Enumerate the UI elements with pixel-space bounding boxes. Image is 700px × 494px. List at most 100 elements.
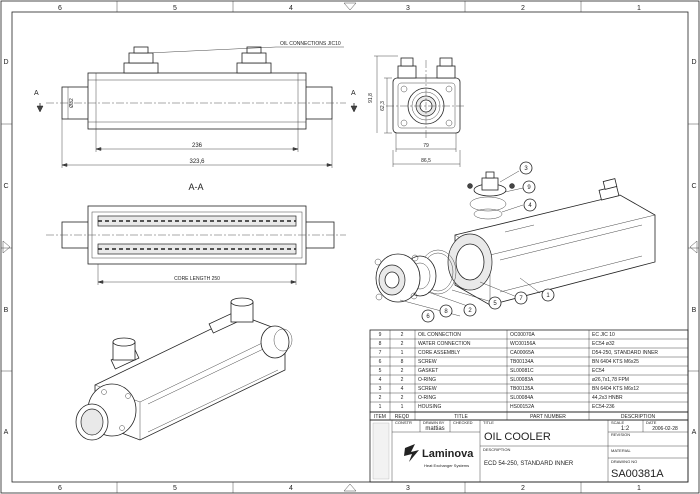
scale-label: SCALE — [611, 420, 624, 425]
scale-value: 1:2 — [621, 426, 630, 432]
col-label-bottom: 1 — [637, 485, 641, 492]
svg-text:1: 1 — [546, 293, 550, 299]
row-label-left: A — [4, 429, 9, 436]
svg-text:5: 5 — [493, 301, 497, 307]
header-description: DESCRIPTION — [621, 414, 656, 420]
center-mark-top — [343, 2, 357, 11]
material-label: MATERIAL — [611, 448, 631, 453]
parts-row-item: 7 — [379, 350, 382, 356]
row-label-right: D — [691, 59, 696, 66]
parts-row-partno: TB00134A — [510, 359, 534, 365]
parts-row-item: 3 — [379, 386, 382, 392]
isometric-view — [75, 297, 293, 441]
svg-text:4: 4 — [528, 203, 532, 209]
parts-row-desc: EC54-236 — [592, 404, 615, 410]
parts-row-reqd: 1 — [401, 350, 404, 356]
laminova-logo-icon — [404, 444, 419, 462]
parts-row-title: HOUSING — [418, 404, 441, 410]
parts-row-reqd: 2 — [401, 332, 404, 338]
parts-row-item: 1 — [379, 404, 382, 410]
svg-text:2: 2 — [468, 308, 472, 314]
balloon: 7 — [514, 291, 528, 305]
company-name: Laminova — [422, 448, 474, 460]
header-title: TITLE — [454, 414, 468, 420]
col-label-top: 4 — [289, 5, 293, 12]
parts-row-desc: 44,2x3 HNBR — [592, 395, 623, 401]
header-item: ITEM — [374, 414, 386, 420]
parts-row-title: SCREW — [418, 386, 437, 392]
balloon: 8 — [439, 304, 453, 318]
balloon: 5 — [488, 296, 502, 310]
core-length-dim: CORE LENGTH 250 — [174, 276, 220, 282]
dim-diameter: Ø32 — [69, 98, 75, 108]
constr-label: CONSTR — [395, 420, 412, 425]
row-label-left: B — [4, 307, 9, 314]
oil-connections-callout: OIL CONNECTIONS JIC10 — [280, 41, 341, 47]
parts-row-desc: D54-250, STANDARD INNER — [592, 350, 658, 356]
parts-row-title: O-RING — [418, 395, 436, 401]
side-oil-left — [397, 65, 417, 79]
drawing-number: SA00381A — [611, 468, 664, 480]
oil-connection-left-tip — [133, 46, 149, 54]
parts-row-partno: HS00152A — [510, 404, 535, 410]
parts-row-title: O-RING — [418, 377, 436, 383]
parts-list: 9 2 OIL CONNECTION OC00070A EC JIC 10 8 … — [369, 329, 689, 421]
drawing-no-label: DRAWING NO — [611, 459, 637, 464]
parts-row-item: 2 — [379, 395, 382, 401]
col-label-bottom: 5 — [173, 485, 177, 492]
col-label-bottom: 2 — [521, 485, 525, 492]
balloon: 4 — [523, 198, 537, 212]
oil-connection-left-base — [123, 62, 159, 74]
parts-row-reqd: 2 — [401, 377, 404, 383]
parts-row-title: WATER CONNECTION — [418, 341, 471, 347]
date-label: DATE — [646, 420, 657, 425]
dim-79: 79 — [423, 143, 429, 149]
parts-row-reqd: 2 — [401, 368, 404, 374]
dim-236: 236 — [192, 143, 203, 149]
section-marker-left: A — [34, 90, 39, 97]
oil-connection-right-base — [236, 62, 272, 74]
side-oil-right — [436, 65, 456, 79]
col-label-top: 6 — [58, 5, 62, 12]
parts-row-desc: EC54 ø32 — [592, 341, 615, 347]
parts-row-desc: EC54 — [592, 368, 605, 374]
description-label: DESCRIPTION — [483, 447, 510, 452]
parts-row-partno: WC00156A — [510, 341, 536, 347]
front-view: OIL CONNECTIONS JIC10 A A Ø32 236 323,6 — [34, 41, 358, 168]
header-part-number: PART NUMBER — [530, 414, 566, 420]
col-label-top: 1 — [637, 5, 641, 12]
balloon: 9 — [522, 180, 536, 194]
parts-row-title: SCREW — [418, 359, 437, 365]
center-mark-left — [2, 240, 11, 254]
exploded-housing — [454, 194, 656, 306]
parts-row-title: OIL CONNECTION — [418, 332, 461, 338]
balloon: 6 — [421, 309, 435, 323]
svg-text:6: 6 — [426, 314, 430, 320]
svg-text:9: 9 — [527, 185, 531, 191]
col-label-top: 5 — [173, 5, 177, 12]
svg-text:7: 7 — [519, 296, 523, 302]
row-label-left: C — [3, 183, 8, 190]
balloon: 2 — [463, 303, 477, 317]
drawing-description: ECD 54-250, STANDARD INNER — [484, 461, 574, 467]
parts-row-partno: SL00084A — [510, 395, 534, 401]
parts-row-reqd: 1 — [401, 404, 404, 410]
parts-row-desc: BN 6404 KTS M6x25 — [592, 359, 639, 365]
oil-connection-right-nut — [241, 52, 267, 64]
parts-row-partno: SL00083A — [510, 377, 534, 383]
laminova-logo: Laminova Heat Exchanger Systems — [404, 444, 474, 468]
row-label-left: D — [3, 59, 8, 66]
section-view: A-A CORE LENGTH 250 — [46, 182, 346, 285]
parts-row-partno: OC00070A — [510, 332, 535, 338]
parts-row-desc: ø26,7x1,78 FPM — [592, 377, 629, 383]
parts-row-item: 8 — [379, 341, 382, 347]
dim-86-5: 86,5 — [421, 158, 431, 164]
section-title: A-A — [188, 182, 203, 192]
parts-row-reqd: 4 — [401, 386, 404, 392]
revision-label: REVISION — [611, 432, 630, 437]
parts-row-reqd: 2 — [401, 395, 404, 401]
svg-text:8: 8 — [444, 309, 448, 315]
row-label-right: B — [692, 307, 697, 314]
parts-row-title: GASKET — [418, 368, 438, 374]
